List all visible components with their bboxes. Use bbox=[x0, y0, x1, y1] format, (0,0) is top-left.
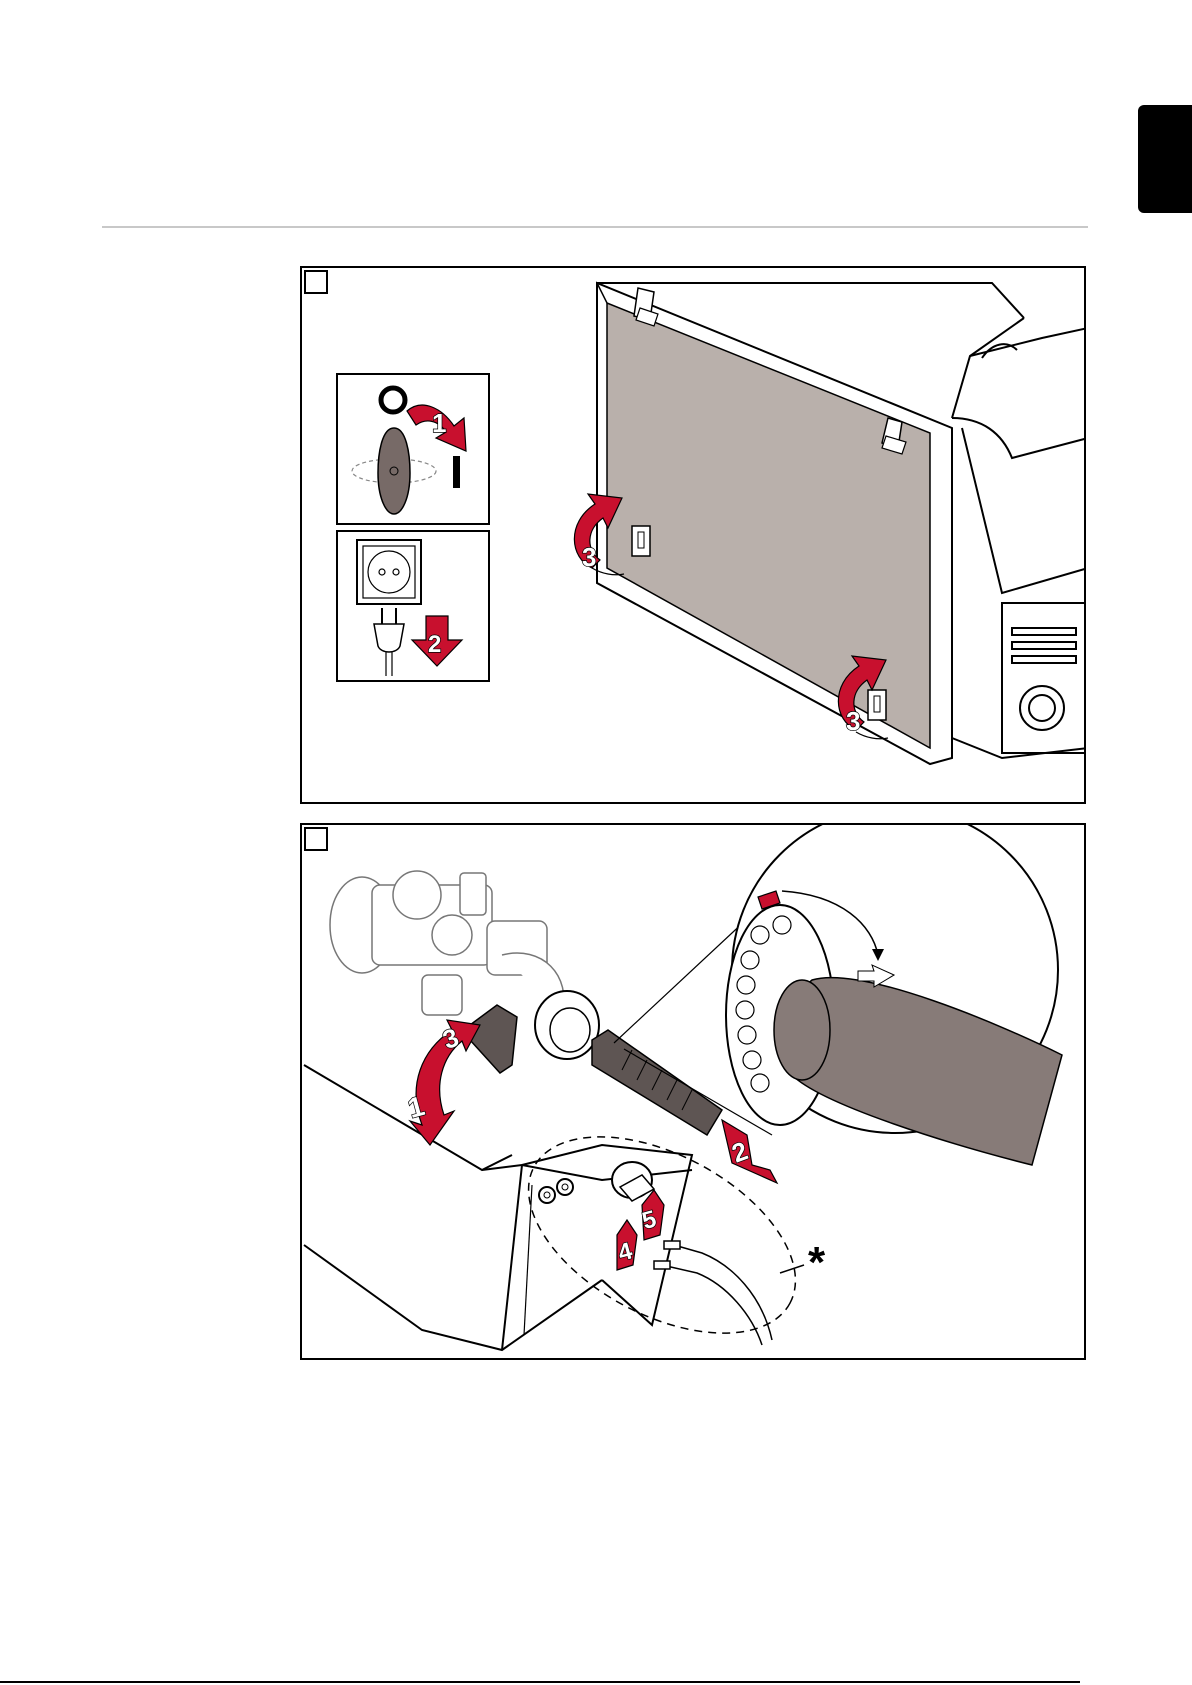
step-number-3a: 3 bbox=[582, 542, 596, 572]
connector-panel bbox=[539, 1162, 654, 1203]
figure-2-illustration: 1 3 2 4 5 * bbox=[302, 825, 1086, 1360]
figure-step-1: 1 2 bbox=[300, 266, 1086, 804]
step-arrow-2: 2 bbox=[722, 1120, 777, 1183]
unplug-inset: 2 bbox=[337, 531, 489, 681]
side-cover-panel bbox=[597, 283, 952, 764]
wire-feeder bbox=[330, 871, 564, 1015]
step-arrow-1: 1 3 bbox=[405, 1020, 480, 1145]
latch-right-icon bbox=[868, 690, 886, 720]
gas-connector-icon bbox=[539, 1187, 555, 1203]
figure-1-illustration: 1 2 bbox=[302, 268, 1086, 804]
step-number-3b: 3 bbox=[846, 706, 860, 736]
step-number-1: 1 bbox=[432, 408, 446, 438]
torch-hose-icon bbox=[592, 1030, 722, 1135]
step-arrows-4-5: 4 5 bbox=[615, 1190, 664, 1270]
machine-body bbox=[304, 1065, 692, 1350]
footer-rule bbox=[0, 1681, 1080, 1683]
optional-parts-outline bbox=[496, 1096, 827, 1360]
coolant-connector-icon bbox=[557, 1179, 573, 1195]
figure-step-2: 1 3 2 4 5 * bbox=[300, 823, 1086, 1360]
power-switch-inset: 1 bbox=[337, 374, 489, 524]
language-tab bbox=[1138, 105, 1192, 213]
clamping-lever-icon bbox=[470, 1005, 517, 1073]
power-on-symbol-icon bbox=[453, 456, 460, 488]
switch-knob-icon bbox=[378, 428, 410, 514]
header-rule bbox=[102, 226, 1088, 228]
step-number-2: 2 bbox=[428, 631, 441, 658]
optional-asterisk: * bbox=[808, 1238, 826, 1287]
latch-left-icon bbox=[632, 526, 650, 556]
